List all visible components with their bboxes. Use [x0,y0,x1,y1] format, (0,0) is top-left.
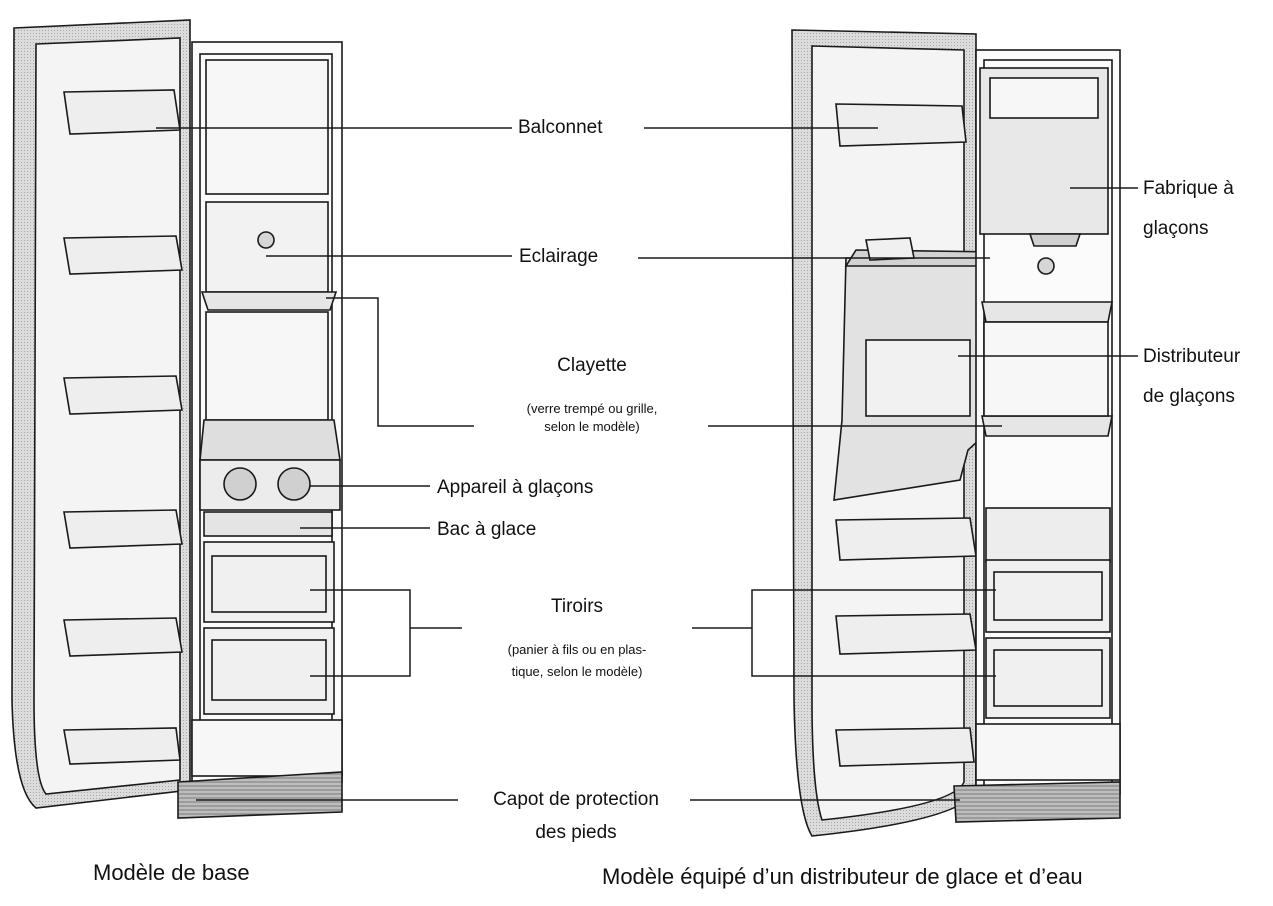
label-fabrique-2: glaçons [1143,218,1209,239]
label-clayette-note-2: selon le modèle) [544,419,640,434]
caption-left: Modèle de base [93,860,250,885]
label-fabrique-1: Fabrique à [1143,178,1234,199]
label-distributeur-1: Distributeur [1143,346,1241,367]
label-capot-2: des pieds [535,822,617,843]
clayette-left [200,291,338,311]
label-distributeur-2: de glaçons [1143,386,1235,407]
label-appareil-glacons: Appareil à glaçons [437,477,594,498]
toe-grille-right [953,781,1121,823]
label-clayette-note-1: (verre trempé ou grille, [526,401,658,416]
label-bac-glace: Bac à glace [437,519,537,540]
label-capot-1: Capot de protection [493,789,659,810]
light-bulb [257,231,275,249]
door-shelves [63,89,183,765]
right-fridge [791,29,1121,837]
label-eclairage: Eclairage [519,246,599,267]
drawer-1 [203,541,335,623]
label-balconnet: Balconnet [518,117,603,138]
label-tiroirs-note-1: (panier à fils ou en plas- [507,642,647,657]
toe-grille-left [177,771,343,819]
drawer-2 [203,627,335,715]
drawer-r1 [985,559,1111,633]
caption-right: Modèle équipé d’un distributeur de glace… [602,864,1083,889]
label-tiroirs: Tiroirs [550,596,604,617]
label-clayette: Clayette [557,355,627,376]
drawer-r2 [985,637,1111,719]
left-fridge [11,19,343,819]
leader-lines [156,127,1138,801]
ice-bin [203,511,333,537]
label-tiroirs-note-2: tique, selon le modèle) [511,664,643,679]
